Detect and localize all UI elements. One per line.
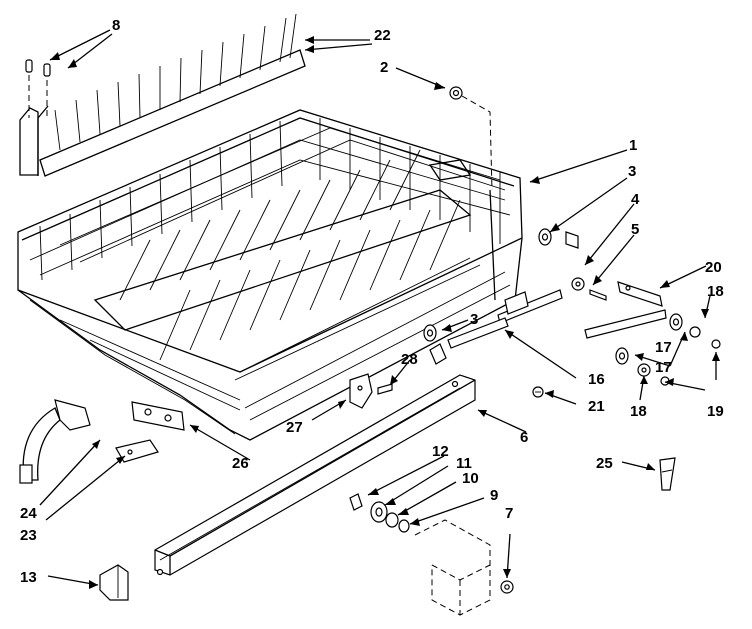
dish-rack-basket xyxy=(17,109,523,441)
callout-26: 26 xyxy=(232,455,249,472)
callout-3-lower: 3 xyxy=(470,311,478,328)
callout-8: 8 xyxy=(112,17,120,34)
bracket-26 xyxy=(131,401,185,431)
callout-23: 23 xyxy=(20,527,37,544)
callout-20: 20 xyxy=(705,259,722,276)
callout-18-lower: 18 xyxy=(630,403,647,420)
stop-clip-20 xyxy=(617,281,663,307)
callout-5: 5 xyxy=(631,221,639,238)
callout-3-upper: 3 xyxy=(628,163,636,180)
callout-21: 21 xyxy=(588,398,605,415)
callout-19: 19 xyxy=(707,403,724,420)
clip-pins-8 xyxy=(25,59,51,120)
wheel-stack-9-12 xyxy=(349,493,410,533)
wheels-17-18-19 xyxy=(615,313,721,386)
nut-2 xyxy=(449,86,493,191)
washer-5 xyxy=(571,277,607,301)
tine-row-22 xyxy=(19,13,306,177)
callout-16: 16 xyxy=(588,371,605,388)
wheel-3-lower xyxy=(423,324,437,342)
dashed-housing xyxy=(414,519,491,616)
callout-25: 25 xyxy=(596,455,613,472)
callout-22: 22 xyxy=(374,27,391,44)
callout-2: 2 xyxy=(380,59,388,76)
clip-25 xyxy=(659,457,676,491)
wheel-3-upper xyxy=(538,228,552,246)
callout-labels: 8 22 2 1 3 4 5 20 18 3 28 17 16 21 19 18… xyxy=(20,17,724,586)
rack-bar-16 xyxy=(497,289,667,339)
callout-11: 11 xyxy=(456,455,472,472)
arrowheads xyxy=(50,36,720,589)
callout-27: 27 xyxy=(286,419,303,436)
clip-27 xyxy=(349,373,373,409)
bracket-4 xyxy=(565,231,579,249)
callout-6: 6 xyxy=(520,429,528,446)
callout-4: 4 xyxy=(631,191,640,208)
axle-bracket xyxy=(429,317,509,365)
callout-9: 9 xyxy=(490,487,498,504)
callout-18-upper: 18 xyxy=(707,283,724,300)
track-rail-6 xyxy=(154,374,476,576)
callout-17-upper: 17 xyxy=(655,359,672,376)
callout-28: 28 xyxy=(401,351,418,368)
callout-7: 7 xyxy=(505,505,513,522)
callout-13: 13 xyxy=(20,569,37,586)
callout-10: 10 xyxy=(462,470,479,487)
rack-track-support-24 xyxy=(19,399,91,484)
callout-17-lower: 17 xyxy=(655,339,672,356)
screw-21 xyxy=(532,386,544,398)
callout-12: 12 xyxy=(432,443,449,460)
callout-1: 1 xyxy=(629,137,637,154)
end-cap-13 xyxy=(99,564,129,601)
nut-7 xyxy=(500,580,514,594)
screw-28 xyxy=(377,383,393,395)
callout-24: 24 xyxy=(20,505,37,522)
